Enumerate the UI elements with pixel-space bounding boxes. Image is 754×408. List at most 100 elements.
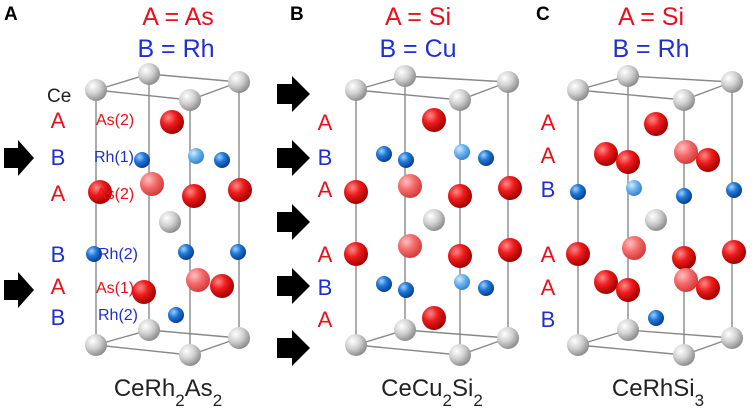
b-site-label: B = Rh xyxy=(137,35,214,63)
layer-label: B xyxy=(541,307,556,332)
b-atom xyxy=(398,282,414,298)
panel-letter: A xyxy=(4,4,18,25)
ce-atom xyxy=(721,327,743,349)
a-atom xyxy=(696,276,720,300)
ce-atom xyxy=(394,65,416,87)
b-atom xyxy=(454,144,470,160)
layer-label: A xyxy=(541,275,556,300)
formula-label: CeCu2Si2 xyxy=(381,375,483,408)
b-atom xyxy=(676,188,692,204)
a-atom xyxy=(674,140,698,164)
a-atom xyxy=(622,236,646,260)
layer-label: B xyxy=(318,145,333,170)
a-atom xyxy=(186,268,210,292)
ce-atom xyxy=(85,79,107,101)
a-atom xyxy=(722,240,746,264)
b-atom xyxy=(134,152,150,168)
layer-label: A xyxy=(541,110,556,135)
a-atom xyxy=(228,178,252,202)
layer-label: A xyxy=(541,143,556,168)
layer-label: B xyxy=(51,242,66,267)
b-atom xyxy=(570,184,586,200)
panel-c: C A = Si B = Rh A A B A A B xyxy=(536,3,746,408)
a-atom xyxy=(696,148,720,172)
ce-atom xyxy=(617,65,639,87)
arrow-icon xyxy=(277,140,310,176)
ce-atom xyxy=(423,209,445,231)
layer-label: B xyxy=(51,305,66,330)
layer-label: A xyxy=(51,274,66,299)
arrow-icon xyxy=(277,268,310,304)
b-site-label: B = Cu xyxy=(379,35,456,63)
a-atom xyxy=(594,142,618,166)
atoms xyxy=(85,63,252,366)
a-atom xyxy=(422,306,446,330)
ce-atom xyxy=(228,71,250,93)
b-atom xyxy=(376,146,392,162)
ce-atom xyxy=(85,334,107,356)
layer-label: A xyxy=(318,307,333,332)
layer-label: A xyxy=(51,181,66,206)
panel-letter: B xyxy=(290,4,304,25)
a-atom xyxy=(210,274,234,298)
site-label: Rh(1) xyxy=(94,149,134,166)
a-atom xyxy=(448,244,472,268)
a-atom xyxy=(594,270,618,294)
ce-atom xyxy=(721,71,743,93)
b-site-label: B = Rh xyxy=(612,35,689,63)
b-atom xyxy=(398,152,414,168)
arrow-icon xyxy=(4,272,34,308)
b-atom xyxy=(188,148,204,164)
a-atom xyxy=(674,268,698,292)
b-atom xyxy=(86,246,102,262)
a-atom xyxy=(448,184,472,208)
b-atom xyxy=(230,244,246,260)
a-site-label: A = Si xyxy=(385,3,451,31)
layer-label: A xyxy=(318,242,333,267)
arrow-icon xyxy=(277,330,310,366)
a-atom xyxy=(422,108,446,132)
ce-atom xyxy=(138,319,160,341)
formula-label: CeRhSi3 xyxy=(612,375,704,408)
ce-atom xyxy=(138,63,160,85)
b-atom xyxy=(214,152,230,168)
site-label: As(1) xyxy=(96,280,134,297)
arrow-icon xyxy=(277,204,310,240)
b-atom xyxy=(478,280,494,296)
atoms xyxy=(344,65,522,366)
a-atom xyxy=(344,242,368,266)
a-atom xyxy=(498,238,522,262)
layer-label: A xyxy=(541,242,556,267)
ce-atom xyxy=(394,319,416,341)
a-atom xyxy=(616,150,640,174)
a-atom xyxy=(644,112,668,136)
b-atom xyxy=(478,150,494,166)
ce-label: Ce xyxy=(47,86,71,107)
a-atom xyxy=(398,174,422,198)
layer-label: B xyxy=(318,275,333,300)
layer-label: B xyxy=(51,145,66,170)
ce-atom xyxy=(567,79,589,101)
b-atom xyxy=(454,274,470,290)
panel-letter: C xyxy=(536,4,550,25)
ce-atom xyxy=(567,334,589,356)
arrow-icon xyxy=(4,140,34,176)
layer-label: B xyxy=(541,177,556,202)
a-atom xyxy=(616,278,640,302)
b-atom xyxy=(726,182,742,198)
ce-atom xyxy=(449,89,471,111)
ce-atom xyxy=(179,89,201,111)
ce-atom xyxy=(617,319,639,341)
ce-atom xyxy=(345,334,367,356)
a-atom xyxy=(132,280,156,304)
a-atom xyxy=(182,184,206,208)
ce-atom xyxy=(497,71,519,93)
a-atom xyxy=(672,246,696,270)
a-atom xyxy=(140,172,164,196)
site-label: As(2) xyxy=(96,112,134,129)
b-atom xyxy=(168,307,184,323)
panel-b: B A = Si B = Cu A B A A B A xyxy=(277,3,522,408)
panel-a: A A = As B = Rh Ce A B A B A B xyxy=(4,3,252,408)
